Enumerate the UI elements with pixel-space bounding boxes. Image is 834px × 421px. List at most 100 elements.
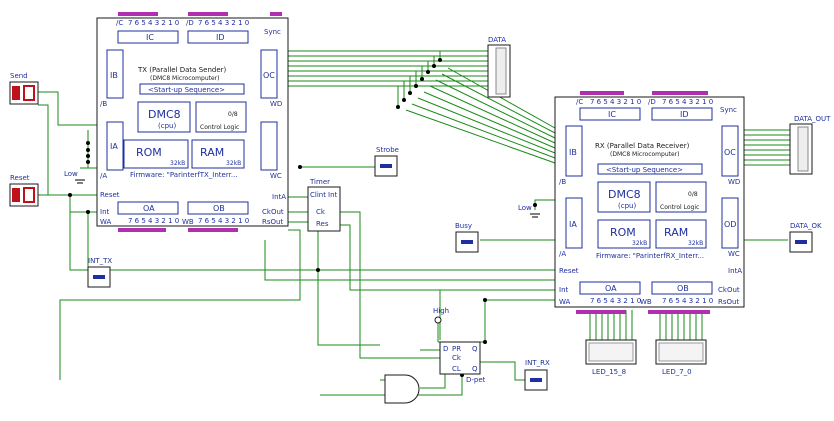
tx-control-label: Control Logic (200, 124, 239, 131)
tx-microcomputer[interactable]: /C 7 6 5 4 3 2 1 0 /D 7 6 5 4 3 2 1 0 Sy… (96, 12, 289, 232)
tx-port-id-label: ID (216, 33, 225, 42)
data-ok-indicator: DATA_OK (789, 222, 822, 253)
tx-top-pins (118, 12, 282, 232)
tx-startup-box (139, 83, 245, 95)
rx-port-oa (579, 281, 641, 295)
tx-port-id (187, 30, 249, 44)
rx-startup: <Start-up Sequence> (606, 166, 683, 174)
tx-port-oa (117, 201, 179, 215)
tx-ram: RAM (200, 146, 224, 159)
tx-rom: ROM (136, 146, 162, 159)
tx-pin-fa: /A (100, 172, 107, 180)
tx-pin-reset: Reset (100, 191, 120, 199)
rx-port-oc-label: OC (724, 148, 736, 157)
rx-startup-box (597, 163, 703, 175)
rx-ram-size: 32kB (688, 240, 703, 247)
rx-bits-d: 7 6 5 4 3 2 1 0 (662, 98, 713, 106)
rx-rom-size: 32kB (632, 240, 647, 247)
tx-pin-inta: IntA (272, 193, 286, 201)
data-out-label: DATA_OUT (794, 115, 831, 123)
tx-port-oc2 (260, 121, 278, 171)
ground-low-tx: Low (64, 170, 85, 184)
d-flipflop: D PR Q Ck CL Q D-pet (439, 341, 486, 384)
low-tx-label: Low (64, 170, 78, 178)
busy-indicator: Busy (455, 222, 479, 253)
rx-port-id (651, 107, 713, 121)
dff-ck: Ck (452, 354, 462, 362)
tx-pin-wc: WC (270, 172, 282, 180)
int-tx-indicator: INT_TX (87, 257, 112, 288)
rx-port-ia-label: IA (569, 220, 577, 229)
rx-pin-fa: /A (559, 250, 566, 258)
dff-pr: PR (452, 345, 461, 353)
dff-label: D-pet (466, 376, 486, 384)
tx-port-ic-label: IC (146, 33, 154, 42)
rx-title: RX (Parallel Data Receiver) (595, 142, 690, 150)
tx-bits-c: 7 6 5 4 3 2 1 0 (128, 19, 179, 27)
rx-pin-wa: WA (559, 298, 571, 306)
rx-cpu: DMC8 (608, 188, 641, 201)
rx-rom: ROM (610, 226, 636, 239)
tx-pin-int: Int (100, 208, 110, 216)
rx-microcomputer[interactable]: /C 7 6 5 4 3 2 1 0 /D 7 6 5 4 3 2 1 0 Sy… (554, 91, 745, 314)
rx-bits-b: 7 6 5 4 3 2 1 0 (662, 297, 713, 305)
rx-port-oa-label: OA (605, 284, 617, 293)
rx-port-od-label: OD (724, 220, 736, 229)
rx-pin-reset: Reset (559, 267, 579, 275)
int-tx-label: INT_TX (88, 257, 112, 265)
rx-port-oc (721, 125, 739, 177)
tx-port-oc (260, 49, 278, 99)
rx-ctrl-value: 0/8 (688, 191, 698, 198)
tx-rom-block (123, 139, 189, 169)
int-rx-label: INT_RX (525, 359, 550, 367)
rx-cpu-block (597, 181, 651, 213)
rx-pin-fb: /B (559, 178, 566, 186)
tx-title: TX (Parallel Data Sender) (137, 66, 227, 74)
junctions (68, 58, 537, 377)
data-label: DATA (488, 36, 506, 44)
rx-cpu-sub: (cpu) (618, 202, 636, 210)
rx-ram: RAM (664, 226, 688, 239)
timer-label: Timer (309, 178, 330, 186)
tx-startup: <Start-up Sequence> (148, 86, 225, 94)
reset-switch[interactable]: Reset (9, 174, 39, 207)
tx-pin-rsout: RsOut (262, 218, 283, 226)
rx-pin-ckout: CkOut (718, 286, 740, 294)
led-7-0-label: LED_7_0 (662, 368, 692, 376)
rx-pin-wb: WB (640, 298, 652, 306)
led-15-8: LED_15_8 (585, 339, 637, 376)
rx-pin-fd: /D (648, 98, 656, 106)
timer-res: Res (316, 220, 329, 228)
rx-port-od (721, 197, 739, 249)
tx-pin-wa: WA (100, 218, 112, 226)
rx-port-ic (579, 107, 641, 121)
led-7-0: LED_7_0 (655, 339, 707, 376)
rx-ram-block (655, 219, 707, 249)
send-switch[interactable]: Send (9, 72, 39, 105)
tx-port-ob-label: OB (213, 204, 225, 213)
tx-pin-fc: /C (116, 19, 123, 27)
dff-clr: CL (452, 365, 461, 373)
tx-port-ib (106, 49, 124, 99)
dff-qn: Q (472, 365, 478, 373)
rx-pin-int: Int (559, 286, 569, 294)
dff-q: Q (472, 345, 478, 353)
dff-d: D (443, 345, 448, 353)
rx-subtitle: (DMC8 Microcomputer) (610, 151, 679, 158)
tx-port-ib-label: IB (110, 71, 118, 80)
timer-clint: Clint (310, 191, 326, 199)
data-ok-label: DATA_OK (790, 222, 822, 230)
tx-pin-wb: WB (182, 218, 194, 226)
rx-pin-sync: Sync (720, 106, 737, 114)
tx-control-logic (195, 101, 247, 133)
high-source: High (433, 307, 449, 324)
tx-bits-d: 7 6 5 4 3 2 1 0 (198, 19, 249, 27)
tx-subtitle: (DMC8 Microcomputer) (150, 75, 219, 82)
rx-pin-fc: /C (576, 98, 583, 106)
and-gate (384, 374, 420, 404)
tx-pin-ckout: CkOut (262, 208, 284, 216)
rx-port-ic-label: IC (608, 110, 616, 119)
rx-pin-wd: WD (728, 178, 740, 186)
tx-port-ic (117, 30, 179, 44)
